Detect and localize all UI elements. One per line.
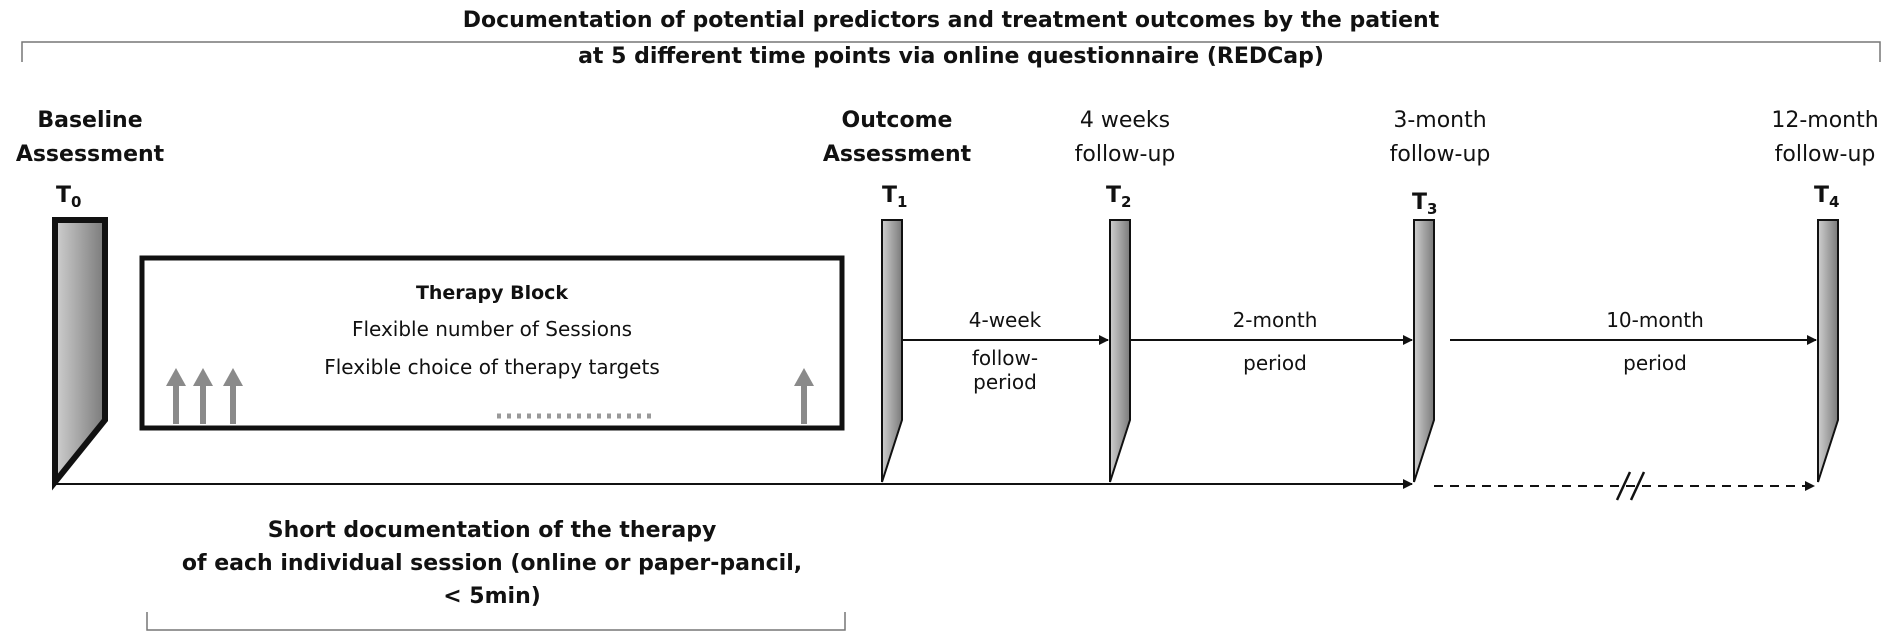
- period-1-line-2: follow-: [971, 346, 1039, 370]
- footer-line-3: < 5min): [443, 584, 541, 609]
- t4-marker: [1817, 219, 1839, 483]
- t1-label-line-2: Assessment: [822, 142, 972, 167]
- t0-id: T0: [56, 183, 82, 211]
- period-2-line-1: 2-month: [1232, 308, 1318, 332]
- therapy-block-line-1: Flexible number of Sessions: [351, 317, 633, 341]
- therapy-block-title: Therapy Block: [415, 282, 569, 304]
- t3-marker: [1413, 219, 1435, 483]
- t1-label-line-1: Outcome: [841, 108, 953, 133]
- t3-label-line-1: 3-month: [1393, 108, 1487, 133]
- t4-label-line-2: follow-up: [1774, 142, 1876, 167]
- bottom-bracket: [146, 612, 846, 631]
- top-bracket: [21, 41, 1881, 62]
- therapy-block-line-2: Flexible choice of therapy targets: [324, 355, 660, 379]
- t1-marker: [881, 219, 903, 483]
- t1-id: T1: [882, 183, 908, 211]
- session-arrow: [223, 368, 243, 424]
- t2-id: T2: [1106, 183, 1132, 211]
- session-arrows: [166, 368, 814, 424]
- t3-label-line-2: follow-up: [1389, 142, 1491, 167]
- period-2-line-2: period: [1243, 351, 1307, 375]
- break-marks: [1615, 471, 1646, 501]
- t4-id: T4: [1814, 183, 1840, 211]
- t4-label-line-1: 12-month: [1771, 108, 1879, 133]
- t0-label-line-2: Assessment: [15, 142, 165, 167]
- session-arrow: [166, 368, 186, 424]
- footer-line-2: of each individual session (online or pa…: [181, 551, 803, 576]
- footer-line-1: Short documentation of the therapy: [267, 518, 717, 543]
- t2-label-line-2: follow-up: [1074, 142, 1176, 167]
- t2-marker: [1109, 219, 1131, 483]
- t0-label-line-1: Baseline: [37, 108, 143, 133]
- t0-marker: [52, 217, 108, 491]
- period-1-line-1: 4-week: [968, 308, 1042, 332]
- period-3-line-2: period: [1623, 351, 1687, 375]
- period-3-line-1: 10-month: [1606, 308, 1704, 332]
- therapy-block-box: [139, 255, 845, 431]
- t2-label-line-1: 4 weeks: [1079, 108, 1171, 133]
- header-line-1: Documentation of potential predictors an…: [462, 8, 1440, 33]
- session-arrow: [193, 368, 213, 424]
- session-arrow: [794, 368, 814, 424]
- t3-id: T3: [1412, 190, 1438, 218]
- header-line-2: at 5 different time points via online qu…: [578, 44, 1324, 69]
- period-1-line-3: period: [973, 370, 1037, 394]
